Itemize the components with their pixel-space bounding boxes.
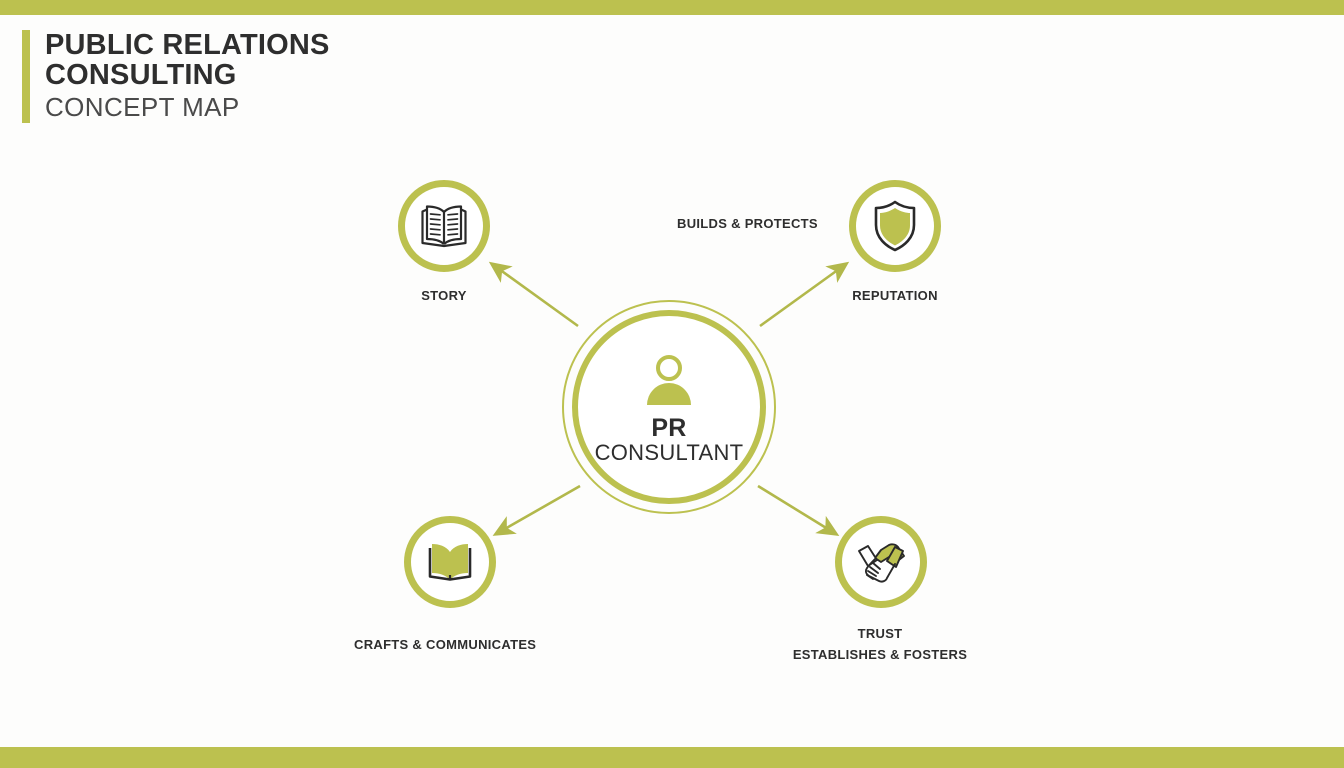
node-trust-label-line-1: TRUST: [857, 626, 903, 641]
hub-title: PR: [651, 413, 687, 442]
node-story[interactable]: [398, 180, 490, 272]
hub-node-pr-consultant[interactable]: PR CONSULTANT: [562, 300, 776, 514]
hub-content: PR CONSULTANT: [562, 300, 776, 514]
bottom-accent-bar: [0, 747, 1344, 768]
handshake-icon: [858, 543, 905, 583]
node-trust-label: TRUST ESTABLISHES & FOSTERS: [780, 624, 980, 666]
arrow-hub-to-crafts: [492, 484, 581, 536]
hub-outer-ring: [562, 300, 776, 514]
node-story-circle: [398, 180, 490, 272]
shield-icon: [874, 200, 916, 252]
node-trust-circle: [835, 516, 927, 608]
node-story-label: STORY: [421, 288, 467, 303]
arrow-hub-to-trust: [757, 484, 840, 537]
title-line-1: PUBLIC RELATIONS: [45, 29, 330, 61]
person-icon: [647, 354, 691, 405]
node-reputation[interactable]: [849, 180, 941, 272]
title-block: PUBLIC RELATIONS CONSULTING CONCEPT MAP: [22, 30, 330, 123]
node-crafts-label: CRAFTS & COMMUNICATES: [354, 637, 537, 652]
node-trust-label-line-2: ESTABLISHES & FOSTERS: [792, 646, 968, 662]
title-lines: PUBLIC RELATIONS CONSULTING CONCEPT MAP: [45, 30, 330, 123]
open-book-filled-icon: [428, 544, 472, 581]
edge-label-builds-protects: BUILDS & PROTECTS: [677, 216, 818, 231]
top-accent-bar: [0, 0, 1344, 15]
hub-inner-ring: [572, 310, 766, 504]
hub-subtitle: CONSULTANT: [594, 440, 744, 466]
node-reputation-circle: [849, 180, 941, 272]
page-subtitle: CONCEPT MAP: [45, 91, 240, 122]
node-crafts-communicates[interactable]: [404, 516, 496, 608]
node-reputation-label: REPUTATION: [852, 288, 938, 303]
title-accent-bar: [22, 30, 30, 123]
node-trust[interactable]: [835, 516, 927, 608]
title-line-2: CONSULTING: [45, 58, 237, 91]
arrow-hub-to-story: [488, 261, 579, 328]
arrow-hub-to-reputation: [759, 261, 850, 328]
node-crafts-circle: [404, 516, 496, 608]
open-book-lined-icon: [421, 205, 467, 248]
